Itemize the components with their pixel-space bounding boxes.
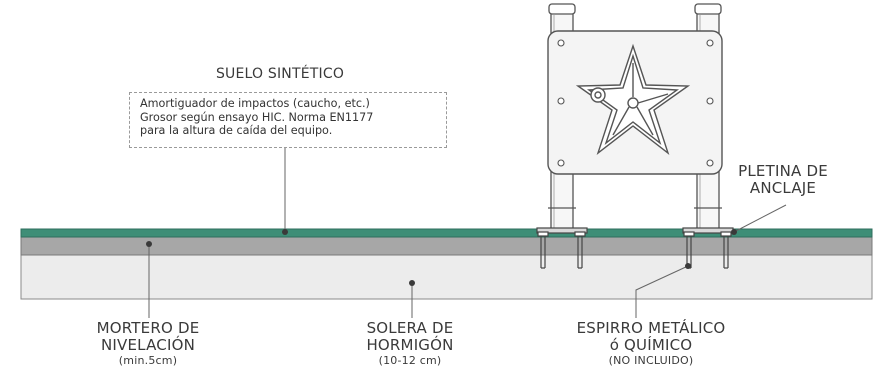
label-line: HORMIGÓN — [366, 336, 454, 355]
leader-espirro — [635, 265, 689, 318]
synthetic-floor-layer — [20, 228, 873, 238]
anchor-plate-label: PLETINA DE ANCLAJE — [728, 162, 838, 198]
label-line: MORTERO DE — [96, 319, 200, 337]
anchor-bolt — [720, 231, 732, 269]
marker-dot — [685, 263, 691, 269]
marker-dot — [731, 229, 737, 235]
starfish-panel — [547, 30, 723, 175]
anchor-bolts — [537, 231, 732, 269]
label-sub: (NO INCLUIDO) — [608, 353, 694, 367]
concrete-slab-label: SOLERA DE HORMIGÓN (10-12 cm) — [340, 319, 480, 367]
synthetic-floor-title: SUELO SINTÉTICO — [215, 66, 345, 82]
marker-dot — [409, 280, 415, 286]
label-line: PLETINA DE — [738, 162, 828, 180]
anchor-bolt — [537, 231, 549, 269]
note-line: para la altura de caída del equipo. — [140, 124, 333, 137]
label-line: NIVELACIÓN — [100, 336, 195, 355]
label-line: ESPIRRO METÁLICO — [576, 319, 726, 337]
anchor-bolt — [683, 231, 695, 269]
marker-dot — [282, 229, 288, 235]
label-line: ANCLAJE — [749, 179, 817, 198]
note-line: Amortiguador de impactos (caucho, etc.) — [140, 97, 370, 110]
marker-dot — [146, 241, 152, 247]
leader-pletina — [733, 204, 787, 233]
label-sub: (10-12 cm) — [378, 353, 442, 367]
synthetic-floor-note: Amortiguador de impactos (caucho, etc.) … — [129, 92, 447, 148]
anchor-bolt — [574, 231, 586, 269]
label-line: SOLERA DE — [366, 319, 454, 337]
anchor-plate-left — [536, 227, 588, 234]
concrete-slab-layer — [20, 253, 873, 300]
starfish-icon — [575, 43, 691, 155]
label-sub: (min.5cm) — [118, 353, 178, 367]
note-line: Grosor según ensayo HIC. Norma EN1177 — [140, 110, 374, 124]
leveling-mortar-label: MORTERO DE NIVELACIÓN (min.5cm) — [78, 319, 218, 367]
anchor-bolt-label: ESPIRRO METÁLICO ó QUÍMICO (NO INCLUIDO) — [566, 319, 736, 367]
label-line: ó QUÍMICO — [609, 336, 693, 355]
